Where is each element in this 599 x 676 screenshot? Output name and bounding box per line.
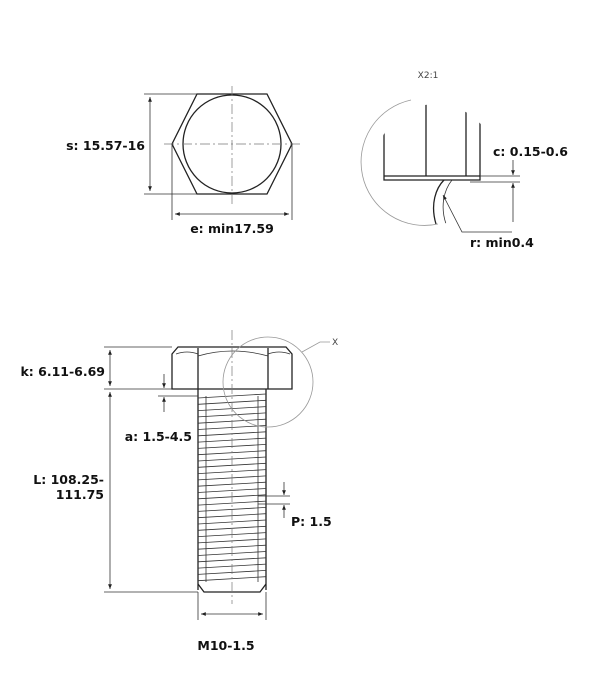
thread-line [197, 538, 267, 544]
thread-line [197, 488, 267, 493]
r-dimension-label: r: min0.4 [470, 235, 534, 250]
detail-boundary-arc [360, 99, 439, 226]
p-dimension-label: P: 1.5 [291, 514, 332, 529]
e-dimension-label: e: min17.59 [190, 221, 274, 236]
l-dimension-label-line1: L: 108.25- [33, 472, 104, 487]
l-dimension-label-line2: 111.75 [56, 487, 104, 502]
r-leader-line [442, 194, 512, 233]
detail-x-leader [301, 341, 330, 353]
detail-view-x: X2:1 c: 0.15-0.6 r: min0.4 [360, 71, 568, 250]
a-dimension-label: a: 1.5-4.5 [125, 429, 192, 444]
thread-line [197, 507, 267, 512]
detail-scale-label: X2:1 [418, 71, 439, 81]
thread-line [197, 481, 267, 487]
hex-head-top-view: s: 15.57-16 e: min17.59 [66, 86, 302, 236]
bolt-side-view: X k: 6.11-6.69 a: 1.5-4.5 L: 108.25- 111… [20, 330, 338, 653]
thread-line [197, 469, 267, 474]
detail-shank-fillet [432, 179, 445, 224]
thread-size-label: M10-1.5 [197, 638, 254, 653]
c-dimension-label: c: 0.15-0.6 [493, 144, 568, 159]
k-dimension-label: k: 6.11-6.69 [20, 364, 105, 379]
detail-x-circle [222, 336, 314, 428]
detail-x-marker: X [332, 338, 338, 348]
s-dimension-label: s: 15.57-16 [66, 138, 145, 153]
thread-line [197, 500, 267, 506]
thread-line [197, 412, 267, 418]
thread-line [197, 519, 267, 525]
thread-line [197, 393, 267, 399]
